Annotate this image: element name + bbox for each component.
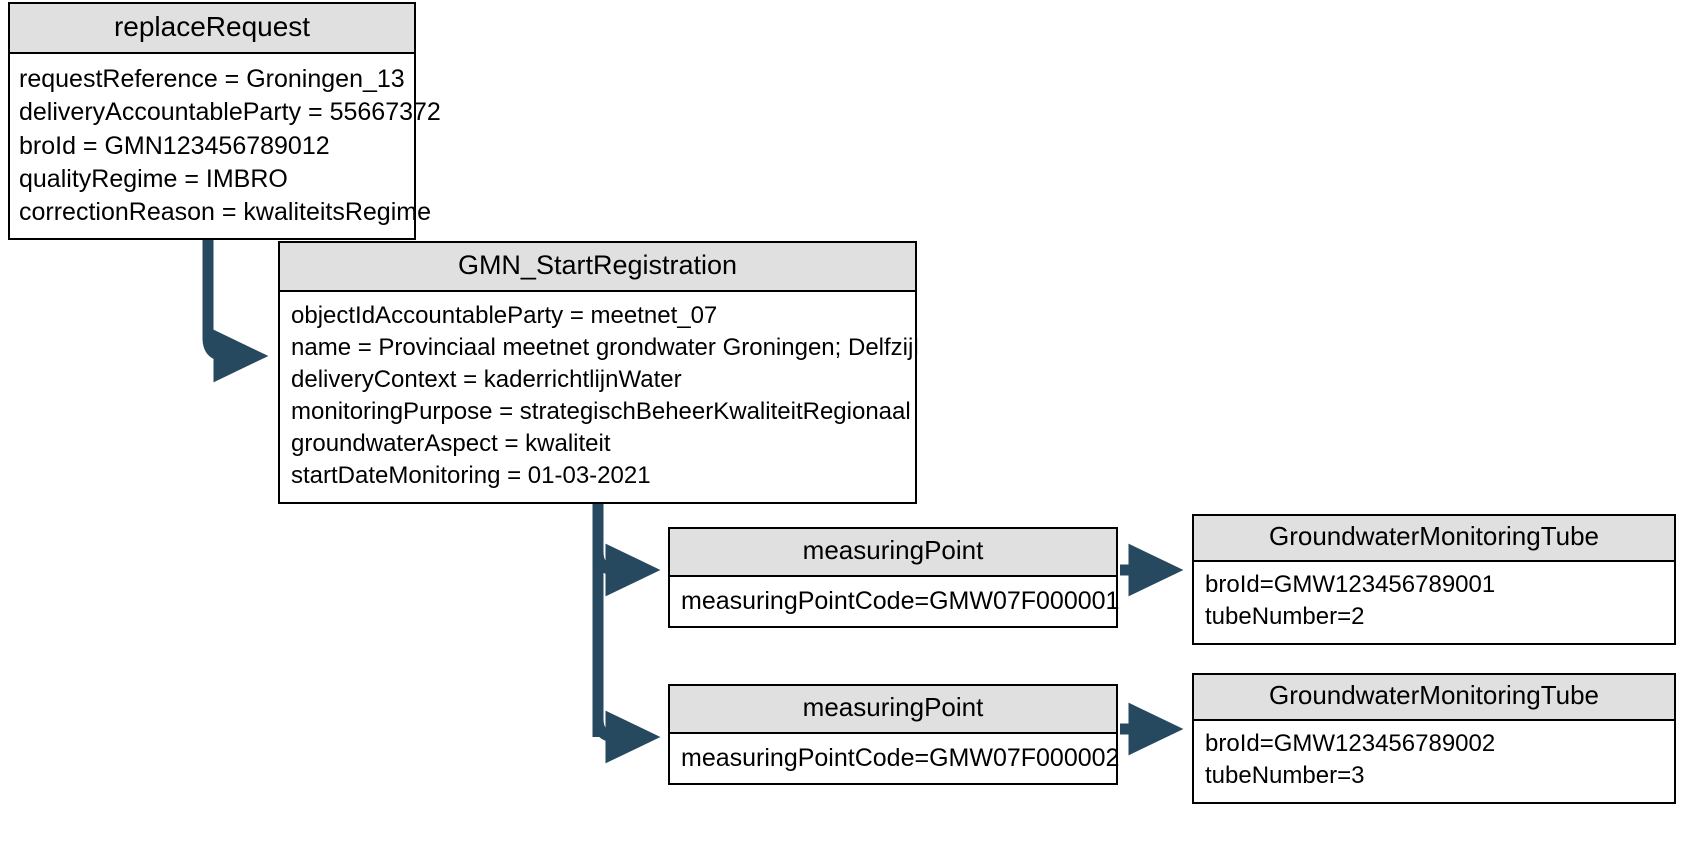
uml-box-title-groundwater-monitoring-tube-1: GroundwaterMonitoringTube xyxy=(1194,516,1674,562)
uml-box-gmn-start-registration[interactable]: GMN_StartRegistration objectIdAccountabl… xyxy=(278,241,919,505)
uml-box-attributes-measuring-point-1: measuringPointCode=GMW07F000001 xyxy=(670,576,1120,627)
connector-gmn-start-to-measuring-point-2 xyxy=(592,710,661,764)
attribute-row: name = Provinciaal meetnet grondwater Gr… xyxy=(291,333,919,361)
uml-box-title-groundwater-monitoring-tube-2: GroundwaterMonitoringTube xyxy=(1194,675,1674,721)
uml-box-measuring-point-1[interactable]: measuringPoint measuringPointCode=GMW07F… xyxy=(668,527,1120,629)
attribute-row: tubeNumber=3 xyxy=(1205,761,1365,789)
attribute-row: tubeNumber=2 xyxy=(1205,602,1365,630)
uml-box-replace-request[interactable]: replaceRequest requestReference = Gronin… xyxy=(8,2,441,241)
attribute-row: groundwaterAspect = kwaliteit xyxy=(291,430,611,458)
uml-box-title-gmn-start-registration: GMN_StartRegistration xyxy=(280,243,915,292)
uml-box-attributes-groundwater-monitoring-tube-2: broId=GMW123456789002 tubeNumber=3 xyxy=(1194,720,1674,803)
uml-box-title-measuring-point-2: measuringPoint xyxy=(670,686,1116,734)
attribute-row: broId=GMW123456789002 xyxy=(1205,729,1496,757)
uml-box-attributes-measuring-point-2: measuringPointCode=GMW07F000002 xyxy=(670,733,1120,784)
uml-box-title-measuring-point-1: measuringPoint xyxy=(670,529,1116,577)
uml-box-groundwater-monitoring-tube-2[interactable]: GroundwaterMonitoringTube broId=GMW12345… xyxy=(1192,673,1676,805)
connector-gmn-start-to-measuring-point-1 xyxy=(592,543,661,597)
attribute-row: correctionReason = kwaliteitsRegime xyxy=(19,198,431,227)
uml-box-measuring-point-2[interactable]: measuringPoint measuringPointCode=GMW07F… xyxy=(668,684,1120,786)
attribute-row: broId=GMW123456789001 xyxy=(1205,570,1496,598)
attribute-row: startDateMonitoring = 01-03-2021 xyxy=(291,462,651,490)
uml-box-attributes-groundwater-monitoring-tube-1: broId=GMW123456789001 tubeNumber=2 xyxy=(1194,561,1674,644)
attribute-row: measuringPointCode=GMW07F000001 xyxy=(681,586,1120,615)
attribute-row: qualityRegime = IMBRO xyxy=(19,164,288,193)
uml-box-attributes-replace-request: requestReference = Groningen_13 delivery… xyxy=(10,54,441,239)
attribute-row: deliveryContext = kaderrichtlijnWater xyxy=(291,366,682,393)
attribute-row: requestReference = Groningen_13 xyxy=(19,65,405,94)
attribute-row: broId = GMN123456789012 xyxy=(19,131,330,160)
attribute-row: measuringPointCode=GMW07F000002 xyxy=(681,743,1120,772)
uml-box-groundwater-monitoring-tube-1[interactable]: GroundwaterMonitoringTube broId=GMW12345… xyxy=(1192,514,1676,646)
attribute-row: deliveryAccountableParty = 55667372 xyxy=(19,98,441,127)
uml-box-attributes-gmn-start-registration: objectIdAccountableParty = meetnet_07 na… xyxy=(280,291,919,503)
attribute-row: monitoringPurpose = strategischBeheerKwa… xyxy=(291,398,911,426)
attribute-row: objectIdAccountableParty = meetnet_07 xyxy=(291,301,718,329)
uml-box-title-replace-request: replaceRequest xyxy=(10,4,414,55)
